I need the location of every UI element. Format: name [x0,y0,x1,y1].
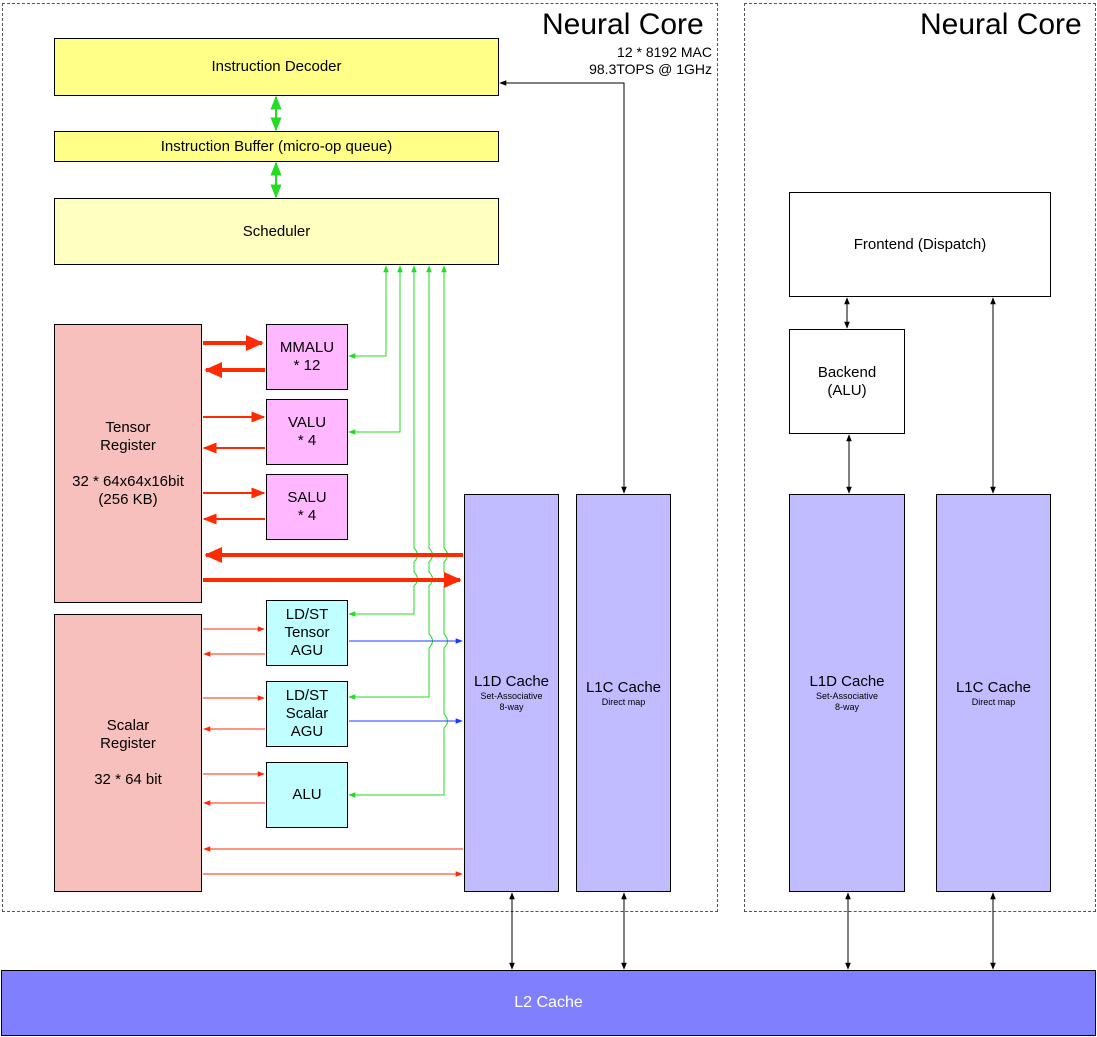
scalar-register-line1: Scalar [106,717,150,734]
tensor-register: Tensor Register 32 * 64x64x16bit (256 KB… [54,324,202,603]
valu-count: * 4 [297,432,317,449]
tensor-register-line1: Tensor [105,418,151,436]
dispatch-ldst-scalar [348,265,433,700]
l1d-right-sub2: 8-way [834,702,859,712]
tensor-register-size: 32 * 64x64x16bit [72,472,184,490]
spec-tops: 98.3TOPS @ 1GHz [589,61,712,77]
ldst-scalar-line2: Scalar [285,705,329,722]
l1c-cache-right: L1C Cache Direct map [936,494,1051,892]
salu-count: * 4 [297,507,317,524]
l1d-left-sub2: 8-way [499,702,524,712]
dispatch-alu [348,265,448,798]
core-left-title: Neural Core [542,8,704,41]
scalar-register: Scalar Register 32 * 64 bit [54,614,202,892]
neural-core-right [744,3,1096,912]
ldst-tensor-line3: AGU [290,642,324,659]
frontend-dispatch: Frontend (Dispatch) [789,192,1051,297]
dispatch-ldst-tensor [348,265,418,617]
ldst-scalar-line1: LD/ST [285,687,329,704]
alu-label: ALU [292,786,322,803]
salu-label: SALU [287,489,327,506]
l1c-left-title: L1C Cache [585,678,662,696]
scheduler-label: Scheduler [242,222,311,240]
l2-cache-label: L2 Cache [514,994,583,1011]
spec-mac: 12 * 8192 MAC [617,44,712,60]
scalar-register-line2: Register [100,735,156,752]
l1d-cache-left: L1D Cache Set-Associative 8-way [464,494,559,892]
l1c-left-sub1: Direct map [601,696,646,707]
tensor-register-capacity: (256 KB) [98,490,158,508]
salu-unit: SALU * 4 [266,474,348,540]
scalar-register-size: 32 * 64 bit [94,771,162,788]
core-spec: 12 * 8192 MAC 98.3TOPS @ 1GHz [560,44,712,78]
l1c-cache-left: L1C Cache Direct map [576,494,671,892]
ldst-tensor-line2: Tensor [284,624,330,641]
ldst-scalar-line3: AGU [290,723,324,740]
frontend-label: Frontend (Dispatch) [853,235,987,253]
mmalu-count: * 12 [293,357,321,374]
neural-core-left [2,3,718,912]
l1c-decoder-link [499,80,627,494]
backend-line1: Backend [817,363,877,381]
l1d-left-title: L1D Cache [473,673,550,690]
alu-unit: ALU [266,762,348,828]
l1d-right-sub1: Set-Associative [815,691,879,701]
tensor-register-line2: Register [100,436,156,454]
ldst-tensor-line1: LD/ST [285,606,329,623]
valu-unit: VALU * 4 [266,399,348,465]
core-right-title: Neural Core [920,8,1082,41]
dispatch-valu [348,265,403,435]
backend-alu: Backend (ALU) [789,329,905,434]
l2-cache: L2 Cache [1,970,1096,1036]
mmalu-label: MMALU [279,339,335,356]
dispatch-mmalu [348,265,389,359]
instruction-decoder: Instruction Decoder [54,38,499,96]
instruction-buffer: Instruction Buffer (micro-op queue) [54,131,499,162]
valu-label: VALU [287,414,327,431]
instruction-buffer-label: Instruction Buffer (micro-op queue) [160,137,393,155]
l1c-right-sub1: Direct map [971,696,1016,707]
l1d-cache-right: L1D Cache Set-Associative 8-way [789,494,905,892]
ldst-tensor-agu: LD/ST Tensor AGU [266,600,348,666]
mmalu-unit: MMALU * 12 [266,324,348,390]
l1d-right-title: L1D Cache [809,673,885,690]
scheduler: Scheduler [54,198,499,265]
l1d-left-sub1: Set-Associative [480,691,543,701]
instruction-decoder-label: Instruction Decoder [211,58,342,75]
ldst-scalar-agu: LD/ST Scalar AGU [266,681,348,747]
l1c-right-title: L1C Cache [955,678,1032,696]
backend-line2: (ALU) [827,381,867,399]
